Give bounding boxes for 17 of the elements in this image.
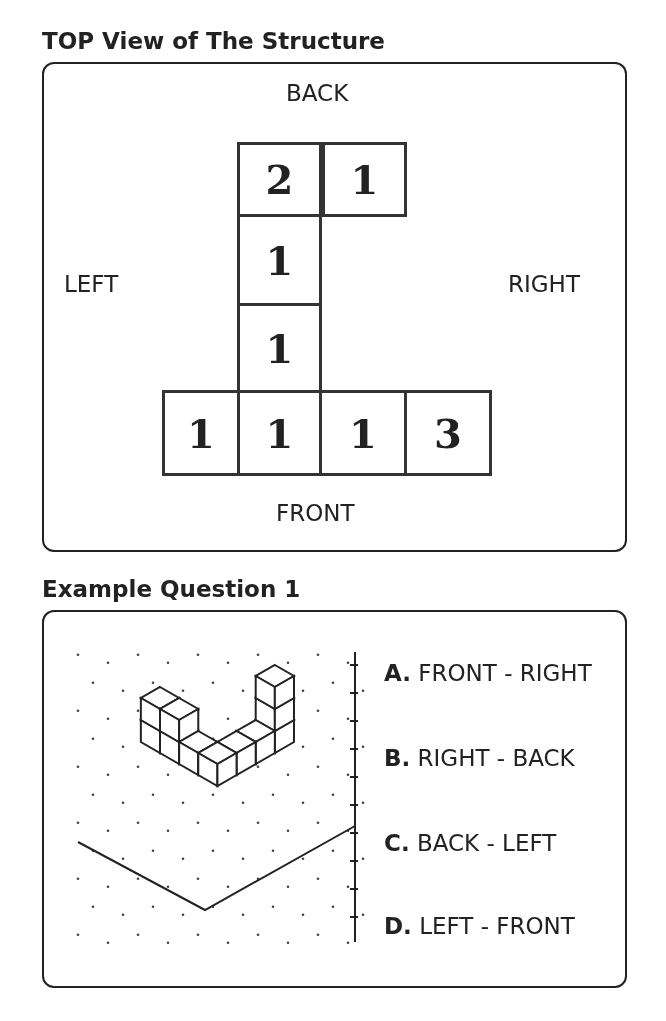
section-heading: TOP View of The Structure [42,28,385,54]
grid-cell: 1 [319,390,407,476]
answer-option: C. BACK - LEFT [384,830,557,856]
grid-cell: 1 [322,142,407,217]
direction-label: BACK [286,80,349,106]
grid-cell: 3 [404,390,492,476]
section-heading: Example Question 1 [42,576,301,602]
grid-cell: 1 [162,390,240,476]
direction-label: RIGHT [508,271,580,297]
direction-label: LEFT [64,271,119,297]
grid-cell: 1 [237,303,322,393]
direction-label: FRONT [276,500,355,526]
grid-cell: 2 [237,142,322,217]
answer-option: B. RIGHT - BACK [384,745,575,771]
answer-option: A. FRONT - RIGHT [384,660,592,686]
answer-option: D. LEFT - FRONT [384,913,575,939]
grid-cell: 1 [237,214,322,306]
